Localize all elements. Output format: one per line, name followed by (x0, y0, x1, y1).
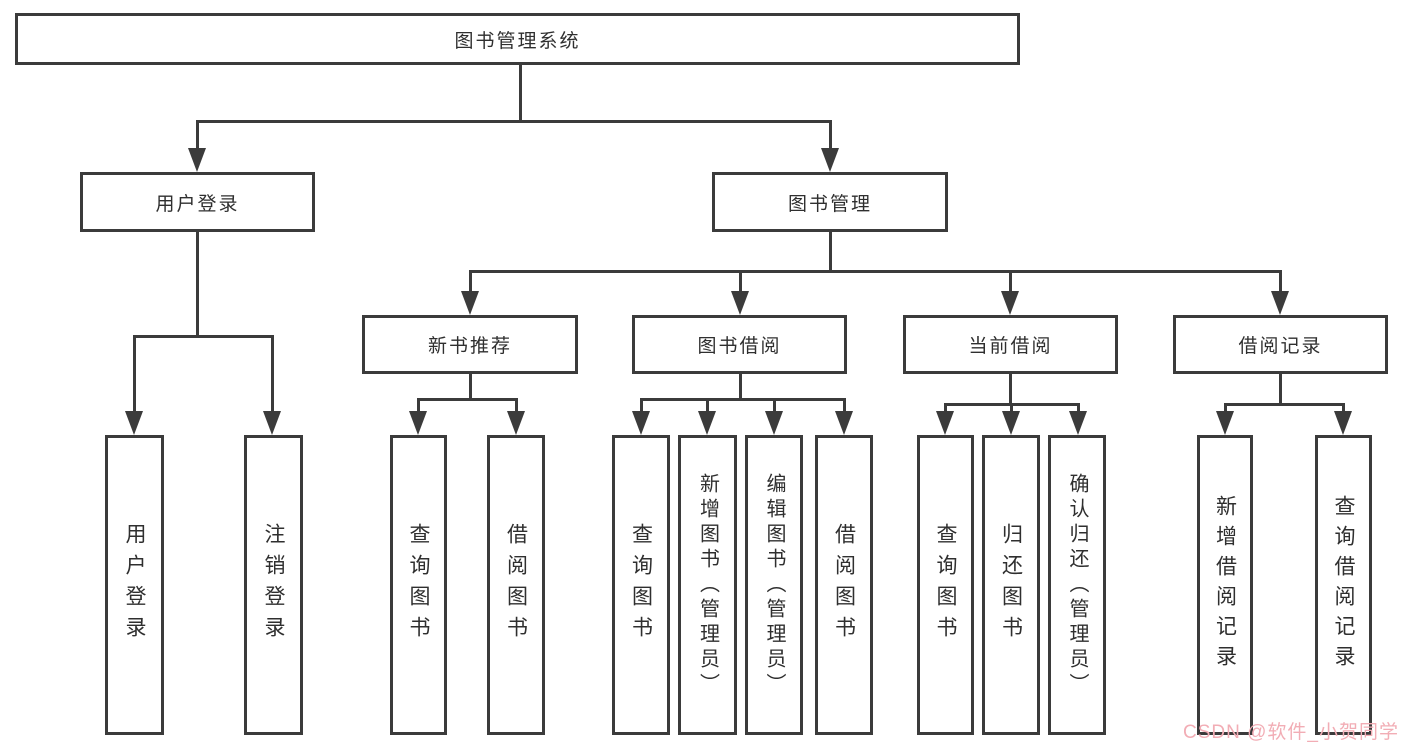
connector-arm-query-book-borrow (640, 398, 643, 413)
leaf-confirm-return: 确认归还（管理员） (1048, 435, 1106, 735)
connector-book-borrow-branch (640, 398, 846, 401)
arrowhead-borrow-records (1271, 291, 1289, 315)
arrowhead-query-book-current (936, 411, 954, 435)
arrowhead-borrow-book-rec (507, 411, 525, 435)
leaf-confirm-return-label: 确认归还（管理员） (1066, 472, 1088, 698)
connector-user-login-stem (196, 232, 199, 337)
node-borrow-records-label: 借阅记录 (1238, 336, 1323, 357)
connector-new-book-rec-stem (469, 374, 472, 400)
node-new-book-rec-label: 新书推荐 (427, 336, 512, 357)
connector-arm-query-book-current (944, 403, 947, 413)
connector-current-borrow-stem (1009, 374, 1012, 405)
node-user-login: 用户登录 (80, 172, 315, 232)
node-current-borrow-label: 当前借阅 (968, 336, 1053, 357)
node-borrow-records: 借阅记录 (1173, 315, 1388, 374)
connector-arm-confirm-return (1077, 403, 1080, 413)
leaf-user-login: 用户登录 (105, 435, 164, 735)
arrowhead-add-record (1216, 411, 1234, 435)
leaf-query-book-current: 查询图书 (917, 435, 974, 735)
connector-arm-return-book (1010, 403, 1013, 413)
arrowhead-user-login (188, 148, 206, 172)
connector-arm-query-record (1342, 403, 1345, 413)
arrowhead-current-borrow (1001, 291, 1019, 315)
arrowhead-query-book-rec (409, 411, 427, 435)
leaf-query-borrow-record: 查询借阅记录 (1315, 435, 1372, 735)
arrowhead-leaf-logout (263, 411, 281, 435)
connector-arm-query-book-rec (417, 398, 420, 413)
arrowhead-leaf-user-login (125, 411, 143, 435)
node-new-book-rec: 新书推荐 (362, 315, 578, 374)
leaf-query-borrow-record-label: 查询借阅记录 (1332, 495, 1355, 675)
connector-arm-borrow-records (1279, 270, 1282, 293)
arrowhead-borrow-book-borrow (835, 411, 853, 435)
arrowhead-book-borrow (731, 291, 749, 315)
leaf-return-book-label: 归还图书 (999, 523, 1023, 647)
leaf-query-book-borrow: 查询图书 (612, 435, 670, 735)
arrowhead-new-book-rec (461, 291, 479, 315)
connector-arm-book-borrow (739, 270, 742, 293)
connector-user-login-branch (133, 335, 274, 338)
node-book-borrow: 图书借阅 (632, 315, 847, 374)
connector-arm-edit-book (773, 398, 776, 413)
connector-root-stem (519, 65, 522, 122)
leaf-query-book-rec: 查询图书 (390, 435, 447, 735)
connector-arm-add-book (706, 398, 709, 413)
node-root-label: 图书管理系统 (454, 30, 581, 52)
leaf-return-book: 归还图书 (982, 435, 1040, 735)
csdn-watermark: CSDN @软件_小贺同学 (1183, 722, 1399, 743)
leaf-borrow-book-borrow-label: 借阅图书 (832, 523, 856, 647)
connector-arm-leaf-logout (271, 335, 274, 413)
connector-borrow-records-stem (1279, 374, 1282, 405)
connector-arm-borrow-book-rec (515, 398, 518, 413)
leaf-borrow-book-rec: 借阅图书 (487, 435, 545, 735)
arrowhead-return-book (1002, 411, 1020, 435)
connector-book-borrow-stem (739, 374, 742, 400)
leaf-add-book: 新增图书（管理员） (678, 435, 737, 735)
arrowhead-confirm-return (1069, 411, 1087, 435)
leaf-edit-book-label: 编辑图书（管理员） (763, 472, 785, 698)
arrowhead-query-book-borrow (632, 411, 650, 435)
node-book-mgmt-label: 图书管理 (787, 193, 872, 215)
connector-arm-new-book-rec (469, 270, 472, 293)
connector-borrow-records-branch (1224, 403, 1345, 406)
node-user-login-label: 用户登录 (155, 193, 240, 215)
leaf-add-book-label: 新增图书（管理员） (696, 472, 719, 698)
connector-book-mgmt-stem (829, 232, 832, 272)
connector-arm-book-mgmt (829, 120, 832, 150)
leaf-add-borrow-record: 新增借阅记录 (1197, 435, 1253, 735)
connector-arm-leaf-user-login (133, 335, 136, 413)
arrowhead-edit-book (765, 411, 783, 435)
leaf-query-book-rec-label: 查询图书 (407, 523, 430, 647)
leaf-query-book-borrow-label: 查询图书 (629, 523, 653, 647)
connector-root-branch (196, 120, 832, 123)
leaf-add-borrow-record-label: 新增借阅记录 (1213, 495, 1237, 675)
arrowhead-add-book (698, 411, 716, 435)
connector-new-book-rec-branch (417, 398, 518, 401)
leaf-query-book-current-label: 查询图书 (934, 523, 957, 647)
arrowhead-book-mgmt (821, 148, 839, 172)
connector-arm-add-record (1224, 403, 1227, 413)
connector-arm-user-login (196, 120, 199, 150)
connector-arm-current-borrow (1009, 270, 1012, 293)
leaf-borrow-book-borrow: 借阅图书 (815, 435, 873, 735)
connector-arm-borrow-book-borrow (843, 398, 846, 413)
leaf-logout: 注销登录 (244, 435, 303, 735)
node-book-borrow-label: 图书借阅 (697, 336, 782, 357)
leaf-user-login-label: 用户登录 (123, 523, 146, 647)
leaf-edit-book: 编辑图书（管理员） (745, 435, 803, 735)
leaf-logout-label: 注销登录 (262, 523, 285, 647)
node-root: 图书管理系统 (15, 13, 1020, 65)
node-current-borrow: 当前借阅 (903, 315, 1118, 374)
connector-book-mgmt-branch (469, 270, 1282, 273)
arrowhead-query-record (1334, 411, 1352, 435)
leaf-borrow-book-rec-label: 借阅图书 (504, 523, 528, 647)
node-book-mgmt: 图书管理 (712, 172, 948, 232)
